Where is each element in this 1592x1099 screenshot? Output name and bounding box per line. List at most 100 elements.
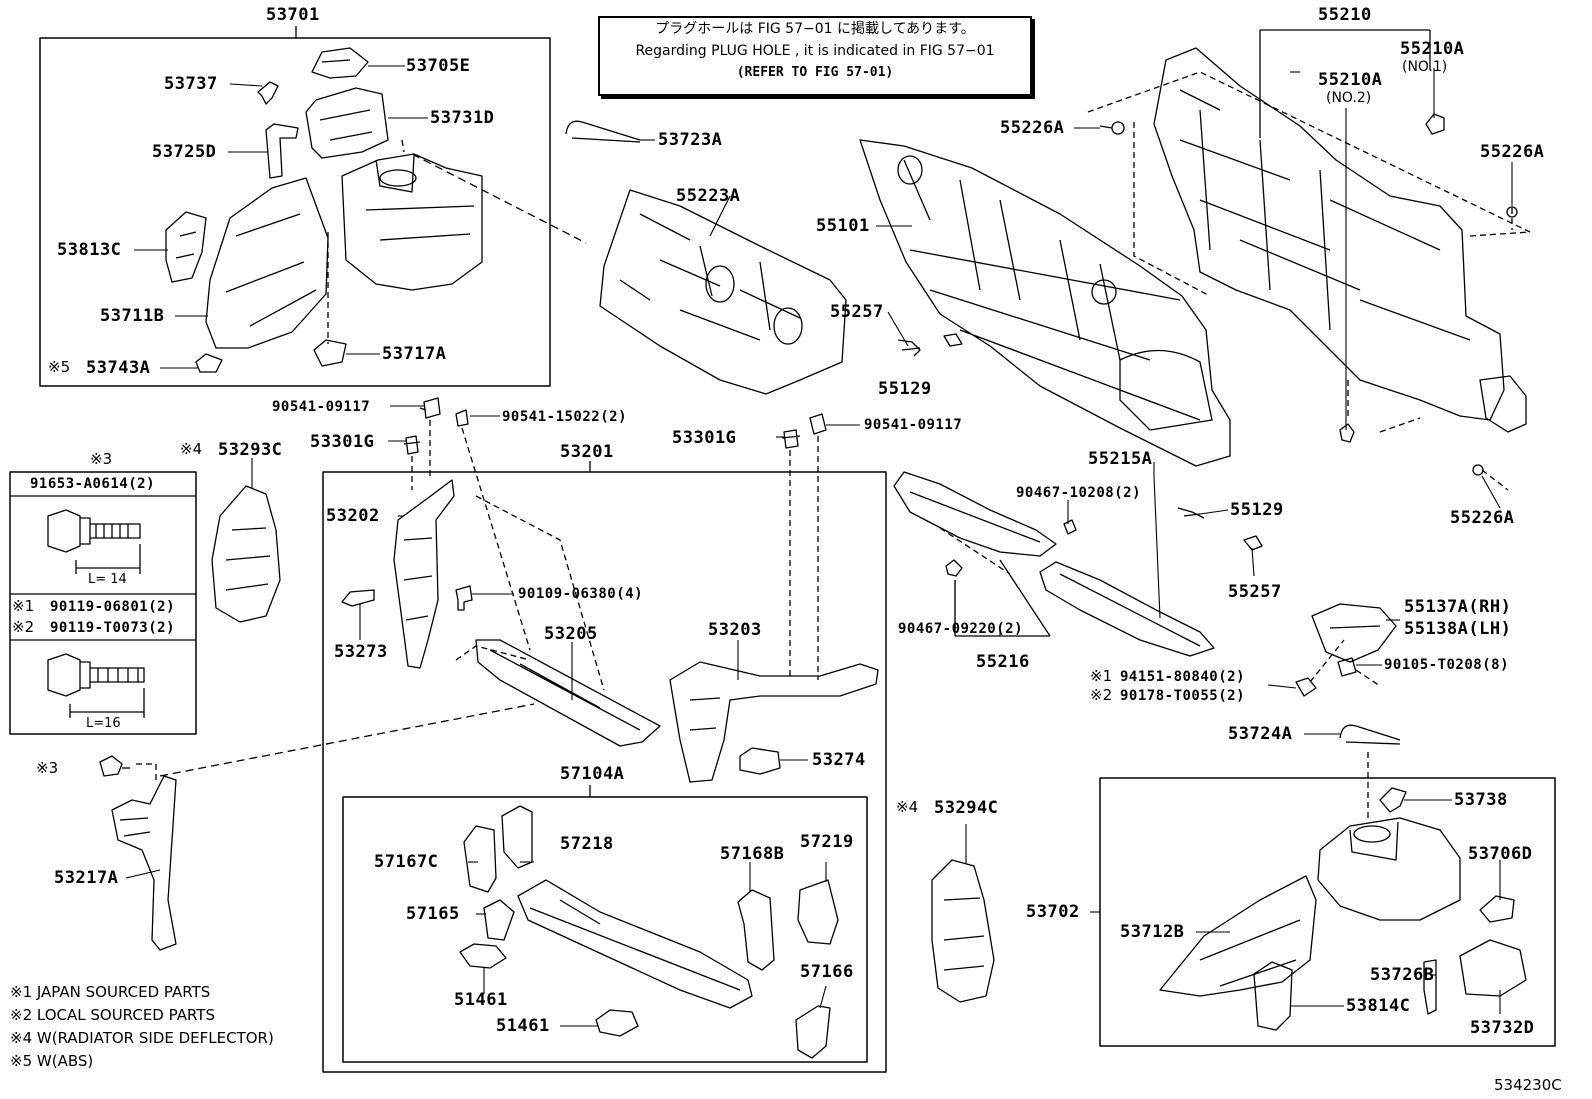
leader-dash-55210-c (1469, 231, 1531, 237)
part-label-57218[interactable]: 57218 (560, 834, 614, 854)
part-label-55226A-1[interactable]: 55226A (1000, 118, 1065, 138)
clip-94151 (1295, 677, 1317, 697)
part-label-53814C[interactable]: 53814C (1346, 996, 1411, 1016)
part-shape-53726B (1423, 959, 1437, 1015)
notice-japanese: プラグホールは FIG 57−01 に掲載してあります。 (655, 21, 975, 37)
leader-dash-94151 (1309, 639, 1345, 683)
part-shape-53273 (341, 589, 375, 607)
plug-90541-09117-a (419, 397, 441, 419)
part-shape-55215A (893, 471, 1057, 557)
group-box-57104A (342, 796, 868, 1063)
part-label-53201[interactable]: 53201 (560, 442, 614, 462)
part-hole-53702 (1353, 825, 1391, 843)
part-label-55216[interactable]: 55216 (976, 652, 1030, 672)
part-label-55138A[interactable]: 55138A(LH) (1404, 619, 1512, 639)
part-label-55226A-3[interactable]: 55226A (1450, 508, 1515, 528)
part-label-53813C[interactable]: 53813C (57, 240, 122, 260)
part-label-53711B[interactable]: 53711B (100, 306, 165, 326)
part-label-53301G-b[interactable]: 53301G (672, 428, 737, 448)
part-label-90109-06380[interactable]: 90109-06380(4) (518, 586, 644, 602)
part-label-90541-15022[interactable]: 90541-15022(2) (502, 409, 628, 425)
fastener-part-91653[interactable]: 91653-A0614(2) (30, 476, 156, 492)
part-label-53293C[interactable]: 53293C (218, 440, 283, 460)
part-label-55137A[interactable]: 55137A(RH) (1404, 597, 1512, 617)
part-label-53205[interactable]: 53205 (544, 624, 598, 644)
part-label-53738[interactable]: 53738 (1454, 790, 1508, 810)
part-label-53717A[interactable]: 53717A (382, 344, 447, 364)
part-shape-53731D (305, 87, 389, 159)
clip-55226A-1 (1099, 121, 1125, 135)
part-shape-57104A (517, 879, 753, 1009)
part-shape-53293C (211, 485, 281, 623)
part-label-57219[interactable]: 57219 (800, 832, 854, 852)
part-shape-57167C (463, 825, 497, 893)
part-shape-53711B (205, 177, 329, 349)
part-label-90467-09220[interactable]: 90467-09220(2) (898, 621, 1024, 637)
part-mark-94151: ※1 (1090, 667, 1113, 685)
part-label-90541-09117-b[interactable]: 90541-09117 (864, 417, 963, 433)
part-label-94151-80840[interactable]: 94151-80840(2) (1120, 669, 1246, 685)
part-label-53701[interactable]: 53701 (266, 5, 320, 25)
fastener-part-90119-06801[interactable]: 90119-06801(2) (50, 599, 176, 615)
part-label-53743A[interactable]: 53743A (86, 358, 151, 378)
part-label-53202[interactable]: 53202 (326, 506, 380, 526)
part-label-53706D[interactable]: 53706D (1468, 844, 1533, 864)
part-label-57104A[interactable]: 57104A (560, 764, 625, 784)
part-label-53301G-a[interactable]: 53301G (310, 432, 375, 452)
part-shape-55101 (859, 139, 1231, 467)
part-label-55210A-no2[interactable]: 55210A (1318, 70, 1383, 90)
part-label-90541-09117-a[interactable]: 90541-09117 (272, 399, 371, 415)
bolt-90105 (1337, 657, 1357, 677)
part-label-55257-1[interactable]: 55257 (830, 302, 884, 322)
clip-90467-10208 (1063, 519, 1077, 535)
part-label-53217A[interactable]: 53217A (54, 868, 119, 888)
leader-dash-53205-a (475, 495, 605, 691)
part-label-53732D[interactable]: 53732D (1470, 1018, 1535, 1038)
part-label-55210[interactable]: 55210 (1318, 5, 1372, 25)
part-label-57165[interactable]: 57165 (406, 904, 460, 924)
part-label-57166[interactable]: 57166 (800, 962, 854, 982)
part-label-53203[interactable]: 53203 (708, 620, 762, 640)
part-label-53702[interactable]: 53702 (1026, 902, 1080, 922)
fastener-part-90119-T0073[interactable]: 90119-T0073(2) (50, 620, 176, 636)
part-label-53705E[interactable]: 53705E (406, 56, 471, 76)
part-shape-53205 (475, 639, 661, 747)
part-label-53731D[interactable]: 53731D (430, 108, 495, 128)
clip-55210A-2 (1339, 423, 1355, 443)
part-label-53724A[interactable]: 53724A (1228, 724, 1293, 744)
clip-55226A-2 (1506, 206, 1518, 218)
part-label-55215A[interactable]: 55215A (1088, 449, 1153, 469)
part-label-55257-2[interactable]: 55257 (1228, 582, 1282, 602)
part-label-55129-1[interactable]: 55129 (878, 379, 932, 399)
part-label-57168B[interactable]: 57168B (720, 844, 785, 864)
plug-53301G-a (403, 435, 421, 455)
part-label-53737[interactable]: 53737 (164, 74, 218, 94)
part-label-90178-T0055[interactable]: 90178-T0055(2) (1120, 688, 1246, 704)
part-label-51461-a[interactable]: 51461 (454, 990, 508, 1010)
part-shape-55223A (599, 189, 847, 395)
part-shape-51461-b (595, 1009, 639, 1037)
part-label-51461-b[interactable]: 51461 (496, 1016, 550, 1036)
part-label-57167C[interactable]: 57167C (374, 852, 439, 872)
part-label-53273[interactable]: 53273 (334, 642, 388, 662)
part-label-53294C[interactable]: 53294C (934, 798, 999, 818)
part-label-55223A[interactable]: 55223A (676, 186, 741, 206)
part-label-90467-10208[interactable]: 90467-10208(2) (1016, 485, 1142, 501)
footnote-2: ※2 LOCAL SOURCED PARTS (10, 1006, 215, 1024)
part-label-53712B[interactable]: 53712B (1120, 922, 1185, 942)
part-label-53726B[interactable]: 53726B (1370, 965, 1435, 985)
part-label-55226A-2[interactable]: 55226A (1480, 142, 1545, 162)
part-label-53274[interactable]: 53274 (812, 750, 866, 770)
part-label-53725D[interactable]: 53725D (152, 142, 217, 162)
part-shape-53814C (1253, 961, 1293, 1031)
part-label-55101[interactable]: 55101 (816, 216, 870, 236)
part-label-55129-2[interactable]: 55129 (1230, 500, 1284, 520)
part-shape-53705E (311, 47, 369, 79)
part-label-90105-T0208[interactable]: 90105-T0208(8) (1384, 657, 1510, 673)
part-label-55210A-no1[interactable]: 55210A (1400, 39, 1465, 59)
part-hole-55223A (773, 307, 803, 345)
part-shape-55210-flap (1479, 375, 1527, 433)
part-label-53723A[interactable]: 53723A (658, 130, 723, 150)
leader-dash-53731D (401, 139, 405, 153)
